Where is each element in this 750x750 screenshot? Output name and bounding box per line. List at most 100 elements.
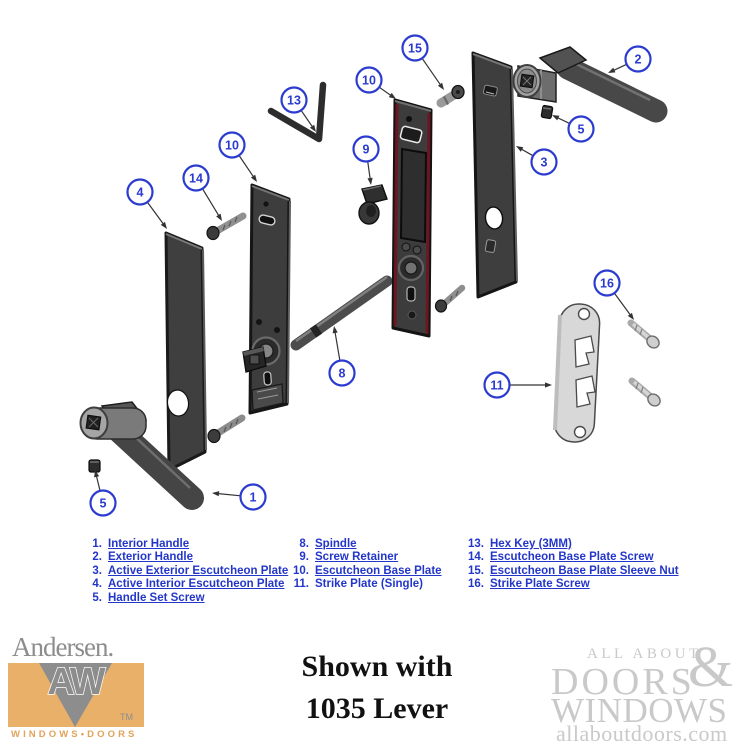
parts-list-item-number: 10. — [293, 564, 309, 577]
parts-list-item-label[interactable]: Active Interior Escutcheon Plate — [108, 578, 285, 591]
escutcheon-base-plate-interior — [242, 183, 291, 415]
svg-text:2: 2 — [635, 53, 642, 67]
parts-list-item: 1. Interior Handle — [80, 538, 288, 551]
parts-list-item-number: 1. — [92, 538, 102, 550]
callout-1: 1 — [212, 483, 267, 511]
handle-set-screw-exterior — [540, 104, 554, 120]
parts-list-item-number: 9. — [299, 551, 309, 564]
allabout-domain: allaboutdoors.com — [556, 721, 728, 746]
svg-text:5: 5 — [100, 497, 107, 511]
parts-list-item-number: 5. — [92, 591, 102, 604]
exploded-view-diagram: 1 2 3 4 5 5 8 9 10 10 11 13 14 15 16 — [79, 34, 668, 517]
parts-list-item: 14. Escutcheon Base Plate Screw — [462, 551, 679, 564]
strike-plate-screw-top — [627, 319, 660, 349]
parts-list-item: 9. Screw Retainer — [287, 551, 442, 564]
callout-4: 4 — [126, 178, 167, 229]
svg-text:15: 15 — [408, 42, 422, 56]
escutcheon-base-plate-exterior — [391, 98, 433, 338]
svg-text:13: 13 — [287, 94, 301, 108]
interior-handle — [79, 401, 204, 510]
svg-text:5: 5 — [578, 123, 585, 137]
parts-list-item: 5. Handle Set Screw — [80, 592, 288, 605]
parts-list-item: 16. Strike Plate Screw — [462, 578, 679, 591]
svg-text:9: 9 — [363, 143, 370, 157]
svg-text:10: 10 — [225, 139, 239, 153]
caption-line-1: Shown with — [301, 650, 453, 683]
andersen-tagline: WINDOWS•DOORS — [11, 729, 138, 740]
callout-10: 10 — [355, 66, 396, 99]
exterior-escutcheon-plate — [471, 51, 518, 299]
parts-list-item-label[interactable]: Screw Retainer — [315, 551, 399, 564]
svg-text:11: 11 — [490, 379, 503, 393]
callout-13: 13 — [280, 86, 316, 132]
parts-list-item-label: Strike Plate (Single) — [315, 578, 424, 591]
parts-list-item-label[interactable]: Escutcheon Base Plate Screw — [490, 551, 654, 564]
parts-list-item-number: 15. — [468, 564, 484, 577]
allabout-line-doors: DOORS — [551, 661, 695, 703]
parts-list-item-number: 3. — [92, 564, 102, 577]
callout-16: 16 — [593, 269, 634, 320]
parts-list-item-label[interactable]: Strike Plate Screw — [490, 578, 590, 591]
svg-text:4: 4 — [137, 186, 144, 200]
callout-10: 10 — [218, 131, 257, 182]
andersen-wordmark: Andersen. — [12, 632, 114, 662]
svg-text:14: 14 — [189, 172, 203, 186]
parts-list-item-label[interactable]: Escutcheon Base Plate — [315, 564, 442, 577]
callout-5: 5 — [552, 115, 595, 143]
parts-list-item-label[interactable]: Handle Set Screw — [108, 591, 205, 604]
escutcheon-base-plate-screw-center — [434, 284, 466, 313]
parts-list-item: 3. Active Exterior Escutcheon Plate — [80, 565, 288, 578]
parts-list-item: 11. Strike Plate (Single) — [287, 578, 442, 591]
hex-key — [267, 81, 327, 143]
parts-list-item: 2.Exterior Handle — [80, 551, 288, 564]
callout-9: 9 — [352, 135, 380, 185]
callout-11: 11 — [483, 371, 552, 399]
exterior-handle — [512, 46, 668, 123]
svg-text:1: 1 — [250, 491, 257, 505]
parts-list-item: 8.Spindle — [287, 538, 442, 551]
parts-list-item-label[interactable]: Hex Key (3MM) — [490, 538, 572, 550]
allabout-line-allabout: ALL ABOUT — [587, 646, 702, 662]
parts-list-item: 15. Escutcheon Base Plate Sleeve Nut — [462, 565, 679, 578]
sleeve-nut — [436, 84, 465, 108]
svg-text:16: 16 — [600, 277, 614, 291]
parts-list-column-3: 13. Hex Key (3MM) 14. Escutcheon Base Plate… — [462, 538, 679, 592]
svg-text:3: 3 — [541, 156, 548, 170]
parts-list-item: 13. Hex Key (3MM) — [462, 538, 679, 551]
screw-retainer — [358, 184, 388, 225]
parts-list-item-number: 14. — [468, 551, 484, 564]
callout-14: 14 — [182, 164, 222, 221]
allabout-line-windows: WINDOWS — [551, 691, 728, 730]
andersen-logo: Andersen. AW TM WINDOWS•DOORS — [8, 632, 158, 740]
svg-text:8: 8 — [339, 367, 346, 381]
caption-line-2: 1035 Lever — [305, 692, 449, 725]
callout-layer: 1 2 3 4 5 5 8 9 10 10 11 13 14 15 16 — [89, 34, 652, 517]
parts-list-item-number: 4. — [92, 578, 102, 591]
parts-list-item-label[interactable]: Exterior Handle — [108, 551, 193, 564]
parts-list-item-label[interactable]: Escutcheon Base Plate Sleeve Nut — [490, 564, 679, 577]
escutcheon-base-plate-screw-lower — [207, 414, 246, 444]
andersen-tm: TM — [120, 712, 133, 722]
andersen-monogram-text: AW — [47, 663, 105, 703]
callout-5: 5 — [89, 470, 117, 517]
callout-8: 8 — [328, 326, 356, 387]
interior-escutcheon-plate — [164, 231, 207, 472]
strike-plate-screw-bottom — [628, 377, 661, 407]
andersen-monogram-icon: AW TM — [8, 663, 144, 727]
strike-plate — [553, 303, 601, 443]
parts-list-item-number: 16. — [468, 578, 484, 591]
parts-list-item-label[interactable]: Interior Handle — [108, 538, 190, 550]
parts-list-item: 10. Escutcheon Base Plate — [287, 565, 442, 578]
svg-text:10: 10 — [362, 74, 376, 88]
callout-3: 3 — [516, 146, 558, 176]
callout-15: 15 — [401, 34, 444, 90]
parts-list-item-number: 13. — [468, 538, 484, 550]
parts-list-item: 4. Active Interior Escutcheon Plate — [80, 578, 288, 591]
escutcheon-base-plate-screw — [206, 212, 247, 241]
parts-list-item-label[interactable]: Spindle — [315, 538, 357, 550]
parts-list-item-label[interactable]: Active Exterior Escutcheon Plate — [108, 564, 289, 577]
parts-list-item-number: 11. — [293, 578, 309, 591]
